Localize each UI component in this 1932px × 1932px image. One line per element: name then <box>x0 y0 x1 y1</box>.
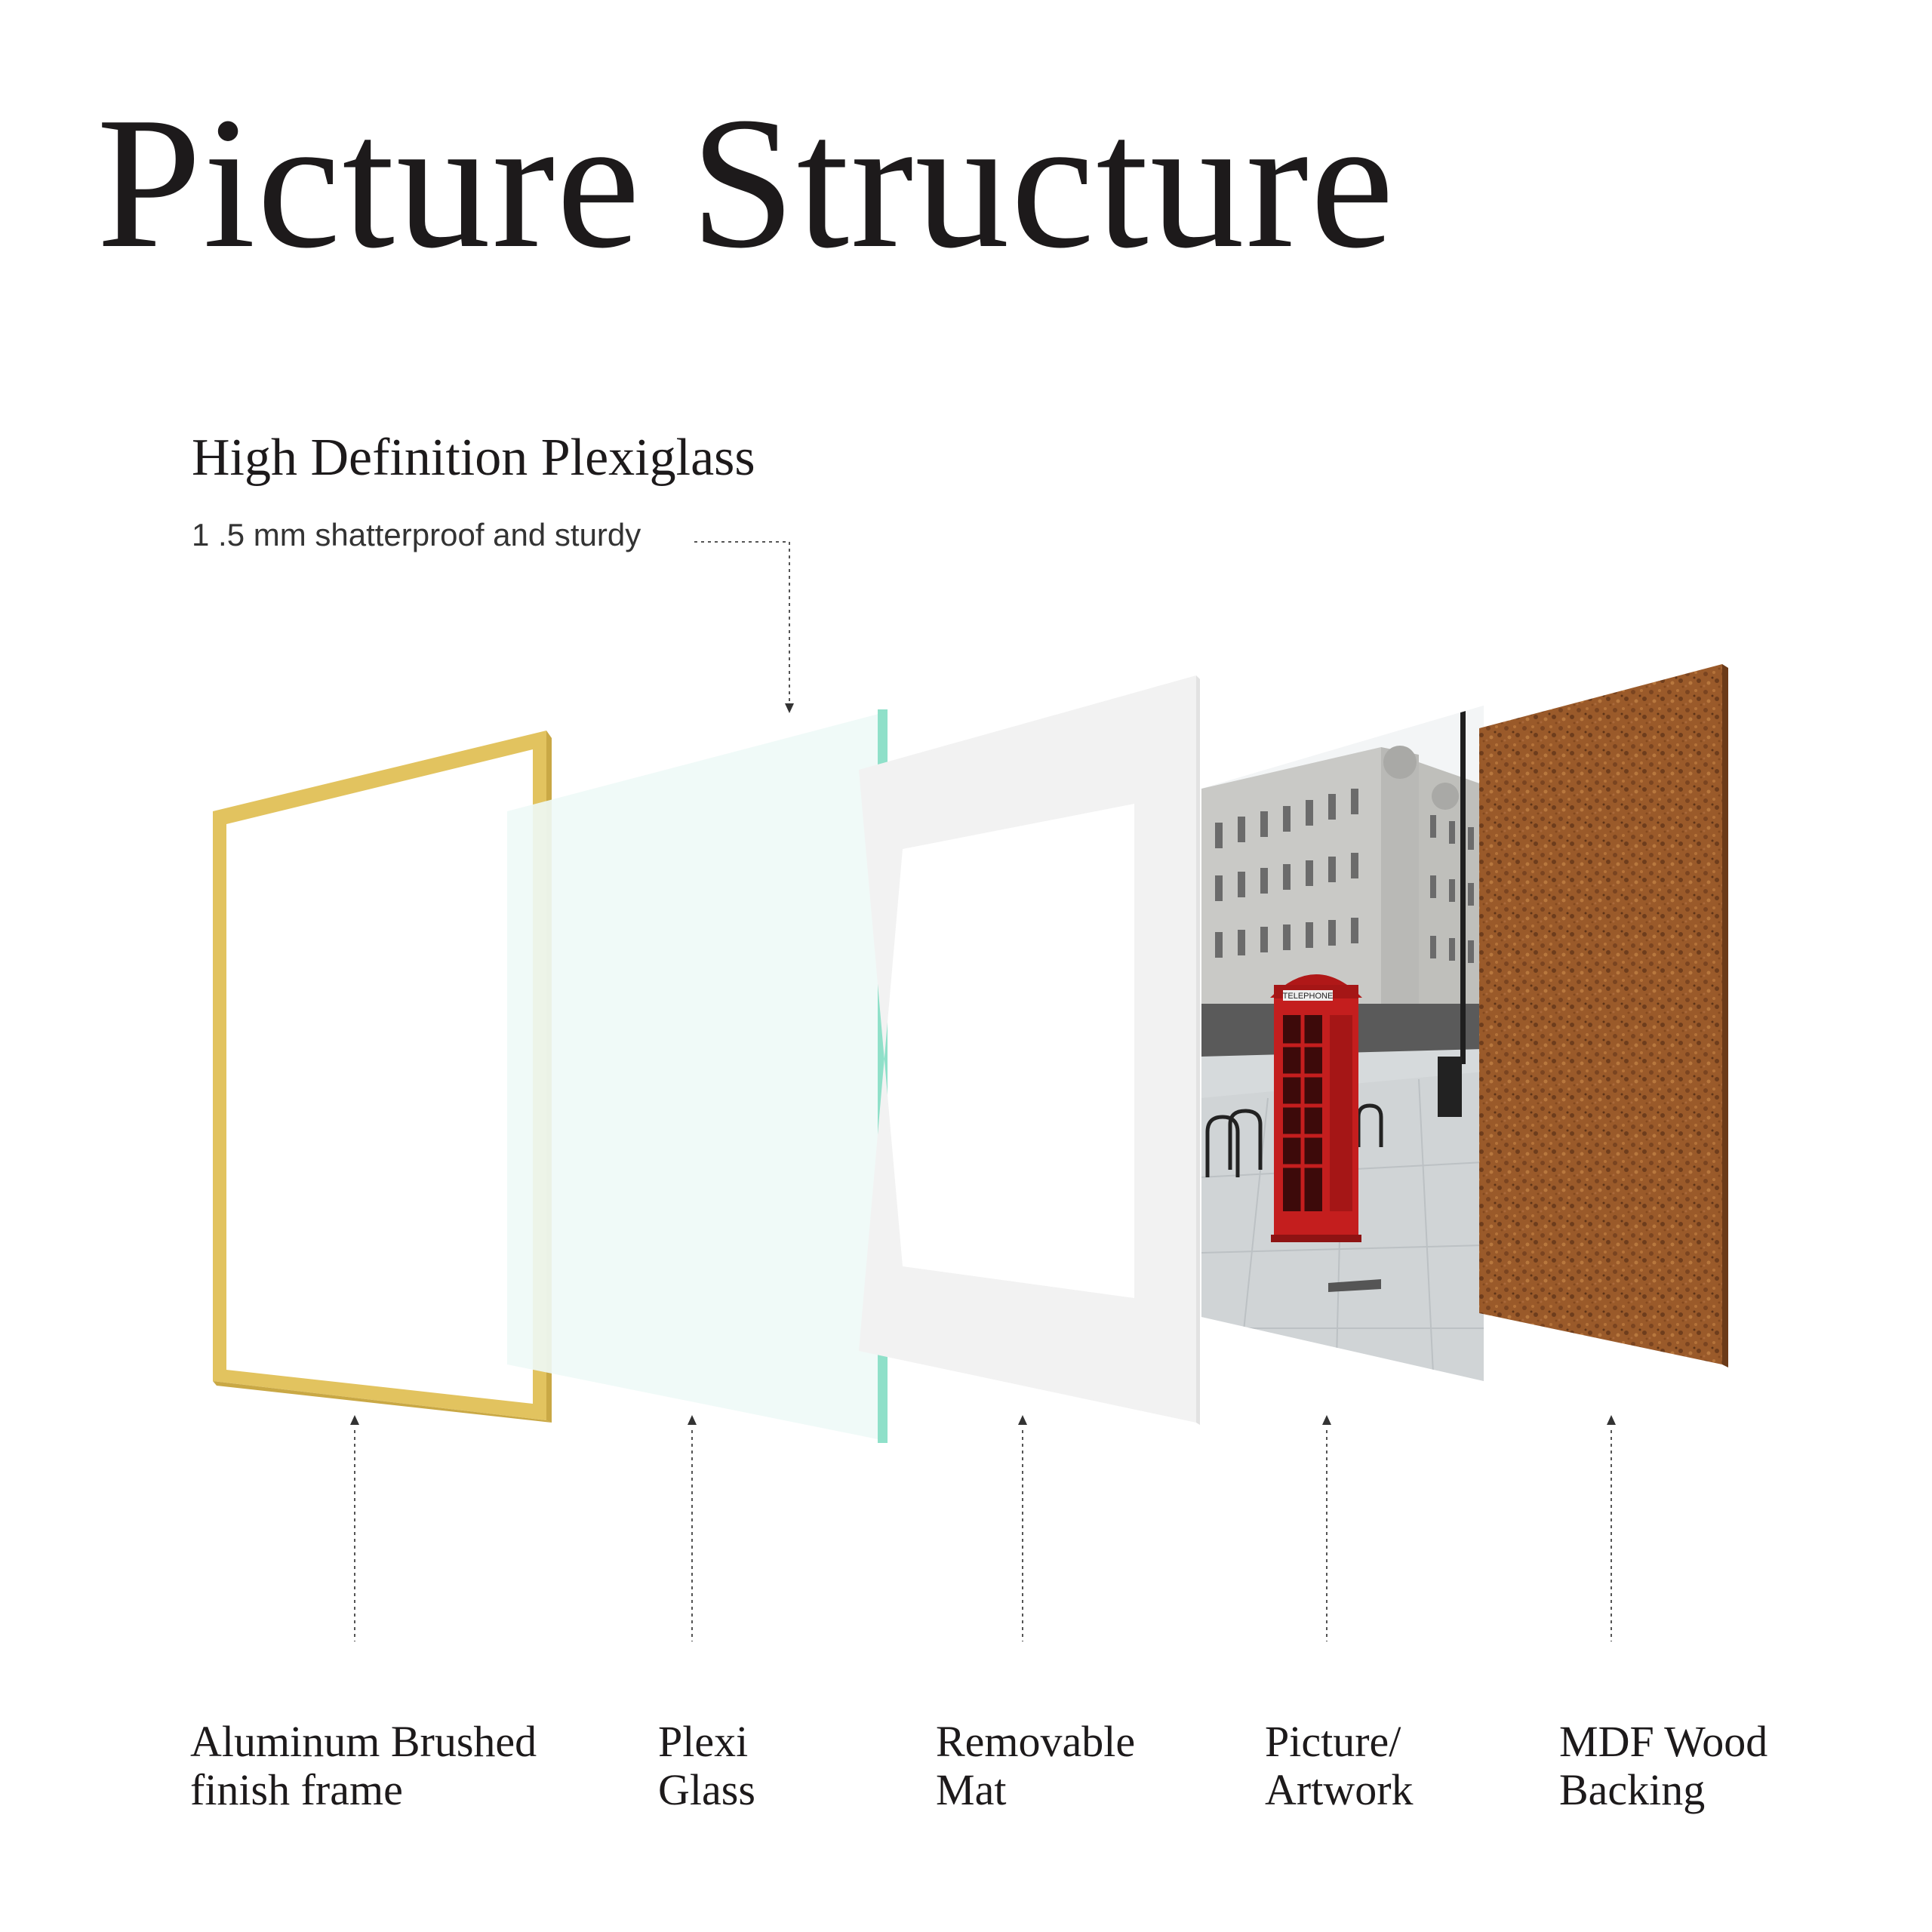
aluminum-frame-layer <box>213 731 552 1423</box>
arrowhead-plexi <box>688 1415 697 1425</box>
label-line: Backing <box>1559 1765 1706 1814</box>
mdf-backing-layer <box>1479 664 1728 1367</box>
arrowhead-backing <box>1607 1415 1616 1425</box>
label-mdf-backing: MDF Wood Backing <box>1559 1718 1767 1814</box>
label-line: Plexi <box>658 1717 749 1766</box>
label-arrowheads <box>350 1415 1616 1425</box>
label-aluminum-frame: Aluminum Brushed finish frame <box>190 1718 537 1814</box>
label-line: Aluminum Brushed <box>190 1717 537 1766</box>
telephone-box-illustration: TELEPHONE <box>1270 974 1362 1242</box>
label-removable-mat: Removable Mat <box>936 1718 1135 1814</box>
plexiglass-callout-arrowhead <box>785 703 794 713</box>
plexi-glass-layer <box>507 709 888 1443</box>
arrowhead-mat <box>1018 1415 1027 1425</box>
plexiglass-callout-leader <box>694 541 790 706</box>
label-line: MDF Wood <box>1559 1717 1768 1766</box>
label-line: finish frame <box>190 1765 403 1814</box>
arrowhead-frame <box>350 1415 359 1425</box>
label-line: Artwork <box>1265 1765 1414 1814</box>
label-picture-artwork: Picture/ Artwork <box>1265 1718 1414 1814</box>
label-leader-lines <box>354 1430 1612 1641</box>
plexiglass-callout-subtext: 1 .5 mm shatterproof and sturdy <box>192 517 641 552</box>
label-line: Mat <box>936 1765 1007 1814</box>
removable-mat-layer <box>859 675 1200 1425</box>
label-line: Picture/ <box>1265 1717 1401 1766</box>
label-line: Removable <box>936 1717 1136 1766</box>
artwork-layer: TELEPHONE <box>1201 706 1484 1381</box>
telephone-sign-text: TELEPHONE <box>1283 992 1334 1001</box>
label-line: Glass <box>658 1765 755 1814</box>
plexiglass-callout-heading: High Definition Plexiglass <box>192 429 755 487</box>
page-title: Picture Structure <box>97 78 1396 288</box>
label-plexi-glass: Plexi Glass <box>658 1718 755 1814</box>
arrowhead-artwork <box>1322 1415 1331 1425</box>
